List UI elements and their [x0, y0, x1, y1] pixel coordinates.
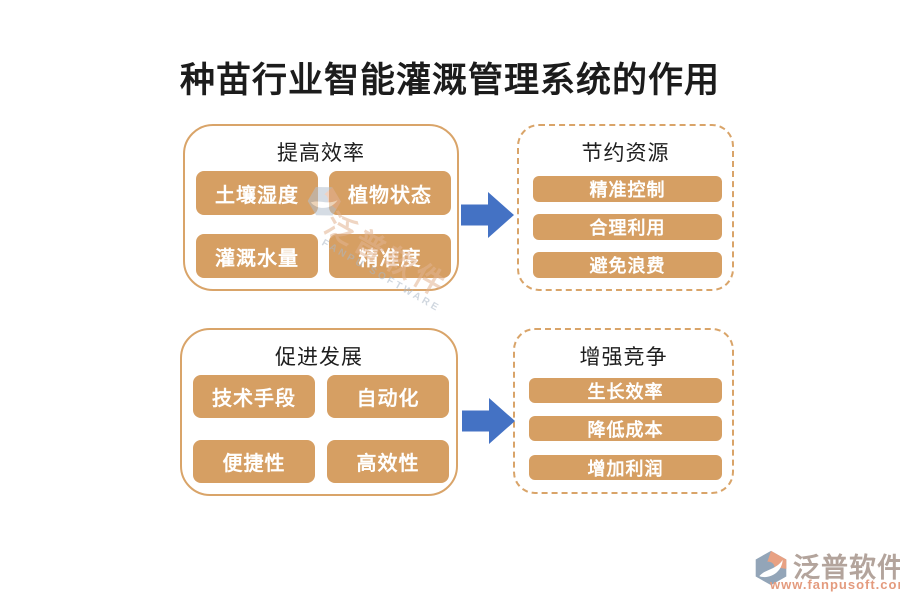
arrow-right-icon: [462, 398, 515, 444]
item-irrigation-volume: 灌溉水量: [196, 234, 318, 278]
item-soil-moisture: 土壤湿度: [196, 171, 318, 215]
group-title-save-resources: 节约资源: [581, 141, 670, 165]
item-technical-means: 技术手段: [193, 375, 315, 418]
page-title: 种苗行业智能灌溉管理系统的作用: [179, 61, 720, 100]
fanpu-logo-icon: [755, 550, 787, 586]
footer-url-text: www.fanpusoft.com: [770, 577, 900, 592]
group-enhance-competition: 增强竞争 生长效率 降低成本 增加利润: [513, 328, 734, 494]
footer-logo: 泛普软件 www.fanpusoft.com: [750, 544, 900, 596]
item-high-efficiency: 高效性: [327, 440, 449, 483]
item-precise-control: 精准控制: [533, 176, 722, 202]
item-reduce-cost: 降低成本: [529, 416, 722, 441]
group-save-resources: 节约资源 精准控制 合理利用 避免浪费: [517, 124, 734, 291]
arrow-right-icon: [461, 192, 514, 238]
item-growth-efficiency: 生长效率: [529, 378, 722, 403]
group-improve-efficiency: 提高效率 土壤湿度 植物状态 灌溉水量 精准度: [183, 124, 459, 291]
group-title-improve-efficiency: 提高效率: [277, 141, 365, 165]
item-increase-profit: 增加利润: [529, 455, 722, 480]
group-promote-development: 促进发展 技术手段 自动化 便捷性 高效性: [180, 328, 458, 496]
item-precision: 精准度: [329, 234, 451, 278]
item-plant-status: 植物状态: [329, 171, 451, 215]
group-title-enhance-competition: 增强竞争: [579, 345, 668, 369]
group-title-promote-development: 促进发展: [275, 345, 363, 369]
item-automation: 自动化: [327, 375, 449, 418]
footer-brand-text: 泛普软件: [793, 553, 900, 583]
item-convenience: 便捷性: [193, 440, 315, 483]
item-reasonable-use: 合理利用: [533, 214, 722, 240]
item-avoid-waste: 避免浪费: [533, 252, 722, 278]
